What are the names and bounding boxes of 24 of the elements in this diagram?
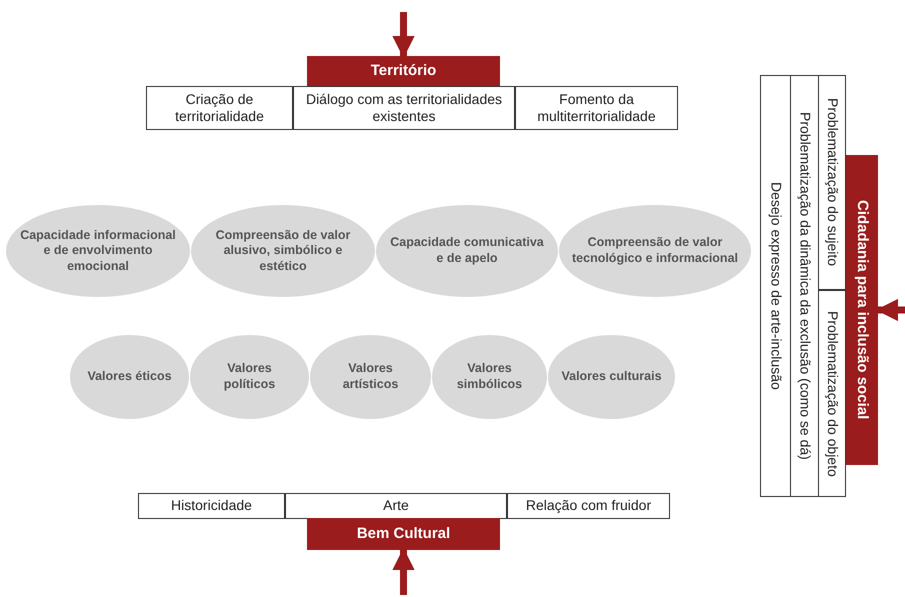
- table-cell: Relação com fruidor: [507, 493, 670, 519]
- table-cell: Historicidade: [138, 493, 285, 519]
- arrow: [392, 12, 415, 58]
- table-cell: Problematização da dinâmica da exclusão (como se dá): [790, 75, 819, 497]
- table-cell: Diálogo com as territorialidades existentes: [293, 86, 515, 130]
- table-cell: Criação de territorialidade: [146, 86, 293, 130]
- table-cell: Problematização do sujeito: [818, 75, 846, 290]
- value-ellipse: Compreensão de valor tecnológico e informacional: [559, 205, 751, 297]
- value-ellipse: Valores artísticos: [310, 335, 431, 419]
- heading-bar: Cidadania para inclusão social: [845, 155, 878, 465]
- value-ellipse: Valores culturais: [548, 335, 675, 419]
- table-cell: Fomento da multiterritorialidade: [515, 86, 678, 130]
- table-cell: Arte: [285, 493, 507, 519]
- value-ellipse: Compreensão de valor alusivo, simbólico e estético: [191, 205, 375, 297]
- value-ellipse: Valores políticos: [190, 335, 309, 419]
- table-cell: Desejo expresso de arte-inclusão: [760, 75, 791, 497]
- heading-bar: Bem Cultural: [307, 518, 500, 550]
- heading-bar: Território: [307, 56, 500, 87]
- value-ellipse: Valores éticos: [70, 335, 189, 419]
- value-ellipse: Valores simbólicos: [432, 335, 547, 419]
- table-cell: Problematização do objeto: [818, 290, 846, 497]
- value-ellipse: Capacidade informacional e de envolvimento emocional: [6, 205, 190, 297]
- arrow: [392, 548, 415, 595]
- value-ellipse: Capacidade comunicativa e de apelo: [376, 205, 558, 297]
